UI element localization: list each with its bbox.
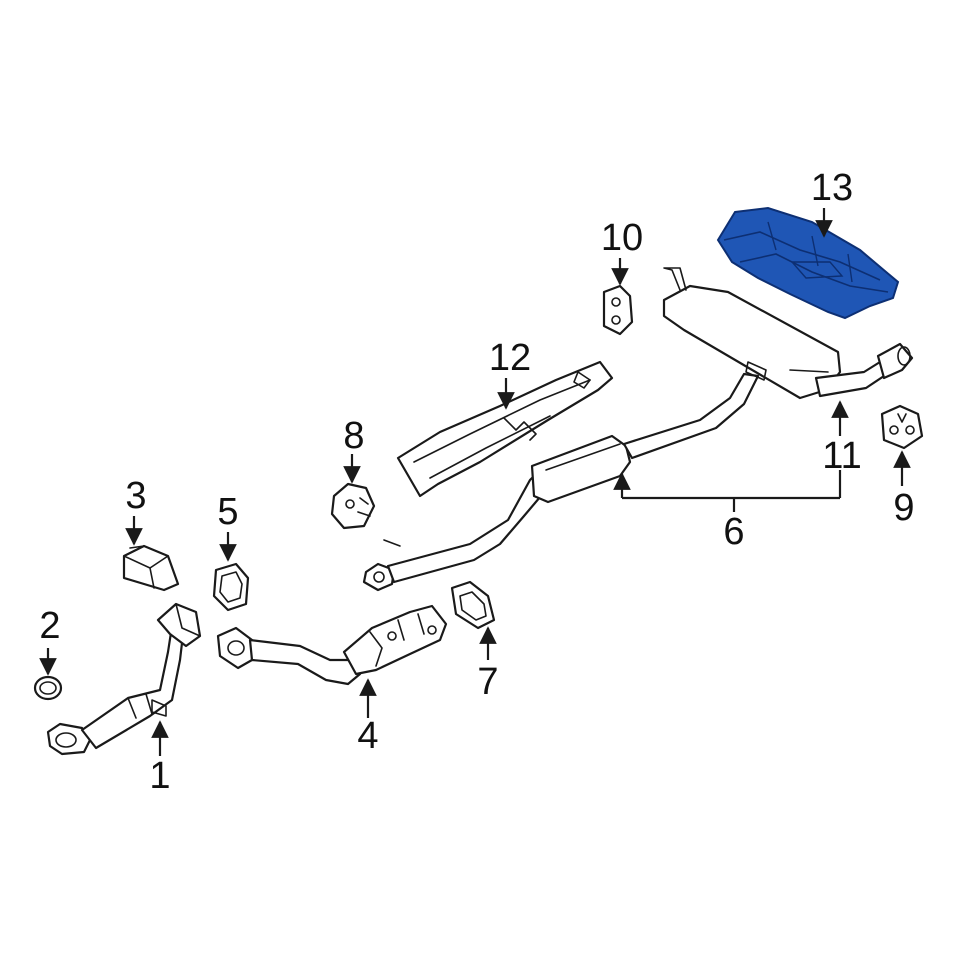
callout-9: 9 [893, 487, 914, 529]
part-8-hanger[interactable] [330, 482, 376, 530]
callout-5: 5 [217, 491, 238, 533]
part-2-gasket-ring[interactable] [33, 675, 63, 701]
callout-6: 6 [723, 511, 744, 553]
part-1-front-pipe[interactable] [46, 602, 202, 756]
callout-13: 13 [811, 167, 853, 209]
callout-10: 10 [601, 217, 643, 259]
part-3-bracket[interactable] [122, 544, 180, 592]
callout-labels: 1 2 3 4 5 6 7 8 9 10 11 12 13 [39, 167, 914, 797]
callout-12: 12 [489, 337, 531, 379]
part-9-hanger[interactable] [880, 404, 924, 450]
part-5-gasket[interactable] [212, 562, 250, 612]
callout-4: 4 [357, 715, 378, 757]
callout-3: 3 [125, 475, 146, 517]
part-7-gasket[interactable] [450, 580, 496, 630]
part-6-muffler-assembly[interactable] [362, 267, 914, 592]
callout-8: 8 [343, 415, 364, 457]
callout-leaders [39, 208, 911, 756]
callout-2: 2 [39, 605, 60, 647]
callout-11: 11 [822, 435, 861, 477]
part-10-hanger[interactable] [602, 284, 634, 336]
callout-7: 7 [477, 661, 498, 703]
part-12-heat-shield[interactable] [396, 360, 614, 498]
callout-1: 1 [149, 755, 170, 797]
part-4-catalytic-converter[interactable] [216, 604, 448, 686]
